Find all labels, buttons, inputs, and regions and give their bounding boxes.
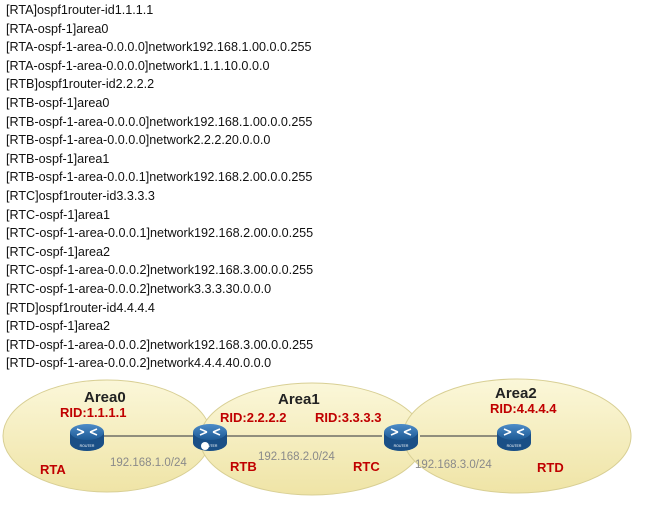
area1-label: Area1 [278,391,320,408]
rta-icon-label: ROUTER [80,444,95,448]
config-line: [RTB-ospf-1]area0 [6,95,110,110]
ospf-config-text: [RTA]ospf1router-id1.1.1.1 [RTA-ospf-1]ar… [6,1,313,373]
config-line: [RTC-ospf-1-area-0.0.0.1]network192.168.… [6,226,314,241]
network-label-3: 192.168.3.0/24 [415,459,492,471]
config-line: [RTA-ospf-1-area-0.0.0.0]network192.168.… [6,40,312,55]
router-rtd: ROUTER [497,424,531,451]
router-rta: ROUTER [70,424,104,451]
config-line: [RTC-ospf-1-area-0.0.0.2]network192.168.… [6,263,314,278]
config-line: [RTC]ospf1router-id3.3.3.3 [6,188,155,203]
network-label-2: 192.168.2.0/24 [258,451,335,463]
config-line: [RTD-ospf-1-area-0.0.0.2]network4.4.4.40… [6,356,272,371]
rtb-icon-label: ROUTER [203,444,218,448]
rtb-name-label: RTB [230,459,257,474]
config-line: [RTD-ospf-1-area-0.0.0.2]network192.168.… [6,337,314,352]
rtd-icon-label: ROUTER [507,444,522,448]
network-label-1: 192.168.1.0/24 [110,457,187,469]
rtc-rid-label: RID:3.3.3.3 [315,410,381,425]
rtc-icon-label: ROUTER [394,444,409,448]
config-line: [RTD-ospf-1]area2 [6,319,111,334]
config-line: [RTB-ospf-1-area-0.0.0.0]network2.2.2.20… [6,133,271,148]
rtc-name-label: RTC [353,459,380,474]
rta-name-label: RTA [40,462,66,477]
rtb-marker-dot [201,442,209,450]
router-rtc: ROUTER [384,424,418,451]
rtb-rid-label: RID:2.2.2.2 [220,410,286,425]
config-line: [RTA-ospf-1-area-0.0.0.0]network1.1.1.10… [6,58,270,73]
config-line: [RTB-ospf-1-area-0.0.0.1]network192.168.… [6,170,313,185]
config-line: [RTB-ospf-1-area-0.0.0.0]network192.168.… [6,114,313,129]
ospf-topology-diagram: Area0 Area1 Area2 RID:1.1.1.1 RID:2.2.2.… [2,378,632,496]
config-line: [RTC-ospf-1]area1 [6,207,111,222]
rta-rid-label: RID:1.1.1.1 [60,405,126,420]
config-line: [RTB]ospf1router-id2.2.2.2 [6,77,155,92]
config-line: [RTA]ospf1router-id1.1.1.1 [6,3,154,17]
config-line: [RTB-ospf-1]area1 [6,151,110,166]
area0-label: Area0 [84,389,126,406]
rtd-name-label: RTD [537,460,564,475]
config-line: [RTC-ospf-1]area2 [6,244,111,259]
config-line: [RTC-ospf-1-area-0.0.0.2]network3.3.3.30… [6,281,272,296]
router-rtb: ROUTER [193,424,227,451]
config-line: [RTD]ospf1router-id4.4.4.4 [6,300,155,315]
rtd-rid-label: RID:4.4.4.4 [490,401,557,416]
config-line: [RTA-ospf-1]area0 [6,21,109,36]
area2-label: Area2 [495,385,537,402]
